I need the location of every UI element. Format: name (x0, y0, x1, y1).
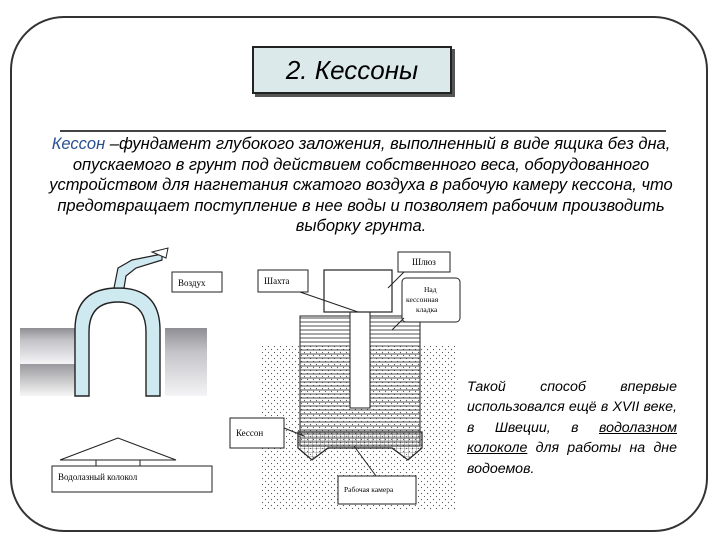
caisson-label-box (229, 417, 285, 449)
side-text: Такой способ впервые использовался ещё в… (467, 377, 677, 479)
lock-label-box (397, 251, 451, 273)
masonry-label-3: кладка (416, 305, 438, 314)
diving-bell-label: Водолазный колокол (58, 472, 138, 482)
lock-pointer (387, 271, 405, 289)
shaft-label: Шахта (264, 276, 289, 286)
shaft-tube (349, 299, 371, 409)
air-label: Воздух (178, 278, 206, 288)
up-arrow-icon (59, 437, 177, 461)
side-text-part-1: Такой способ впервые использовался ещё в… (467, 379, 677, 436)
water-right (165, 328, 207, 396)
definition-text: Кессон –фундамент глубокого заложения, в… (36, 134, 686, 237)
shaft-label-box (257, 269, 309, 293)
diving-bell (74, 287, 161, 397)
work-chamber-pointer (353, 445, 377, 477)
air-label-box (171, 271, 223, 293)
work-chamber-label: Рабочая камера (344, 485, 394, 494)
diving-bell-label-box (51, 465, 213, 493)
air-hose (113, 253, 163, 289)
water-left-top (20, 328, 75, 364)
title-box: 2. Кессоны (252, 46, 452, 94)
diving-bell-link[interactable]: водолазном колоколе (467, 419, 677, 457)
shaft-pointer (299, 291, 359, 313)
title-rule (60, 130, 666, 132)
side-text-part-2: для работы на дне водоемов. (467, 440, 677, 477)
air-arrow-icon (150, 247, 169, 259)
slide-frame (10, 16, 708, 532)
slide-title: 2. Кессоны (285, 54, 419, 85)
caisson-label: Кессон (236, 428, 263, 438)
work-chamber-label-box (337, 475, 417, 505)
masonry-label-2: кессонная (406, 295, 439, 304)
lock-chamber (323, 269, 393, 313)
masonry-label-box (401, 277, 461, 323)
masonry-label-1: Над (424, 285, 437, 294)
up-arrow-stem (95, 459, 141, 467)
definition-body: –фундамент глубокого заложения, выполнен… (49, 135, 673, 236)
caisson-pointer (283, 427, 305, 437)
water-left-lower (20, 364, 75, 396)
lock-label: Шлюз (412, 257, 436, 267)
definition-term: Кессон (51, 135, 110, 153)
caisson-box (297, 431, 423, 461)
masonry-pointer (391, 317, 405, 331)
